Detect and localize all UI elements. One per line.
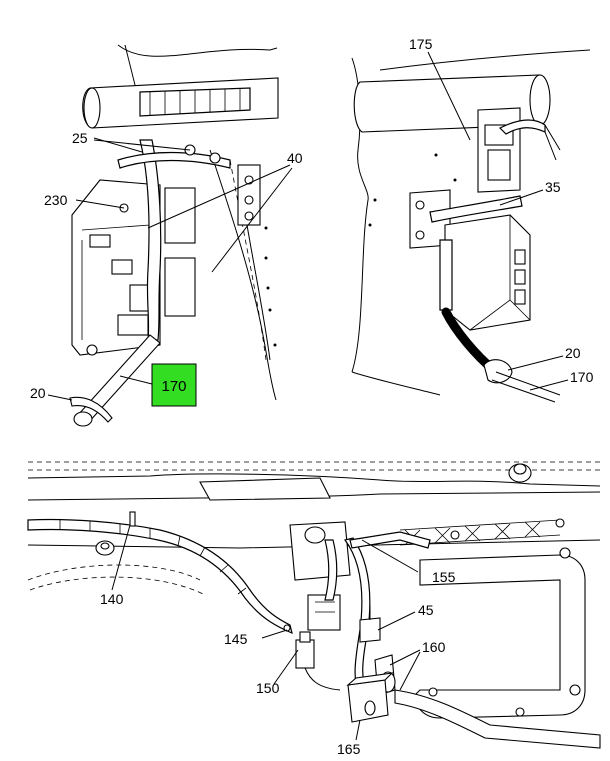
callout-140: 140 <box>100 591 124 607</box>
view-top-left <box>69 44 279 427</box>
callout-35: 35 <box>545 179 561 195</box>
leaders-top-left <box>47 137 293 401</box>
callout-165: 165 <box>337 741 361 757</box>
callout-20-top-left: 20 <box>30 385 46 401</box>
highlighted-callout-170[interactable]: 170 <box>151 363 197 407</box>
callout-175: 175 <box>409 36 433 52</box>
view-bottom <box>27 461 601 749</box>
callout-155: 155 <box>432 569 456 585</box>
callout-160: 160 <box>422 639 446 655</box>
callout-170-top-right: 170 <box>570 369 594 385</box>
leaders-top-right <box>427 51 569 391</box>
callout-20-top-right: 20 <box>565 345 581 361</box>
callout-145: 145 <box>224 631 248 647</box>
callout-45: 45 <box>418 602 434 618</box>
callout-150: 150 <box>256 680 280 696</box>
highlight-box <box>151 363 197 407</box>
view-top-right <box>351 49 591 403</box>
leaders-bottom <box>111 524 421 741</box>
callout-170-highlighted: 170 <box>161 378 186 395</box>
callout-25: 25 <box>72 130 88 146</box>
callout-40: 40 <box>287 150 303 166</box>
callout-230: 230 <box>44 192 68 208</box>
